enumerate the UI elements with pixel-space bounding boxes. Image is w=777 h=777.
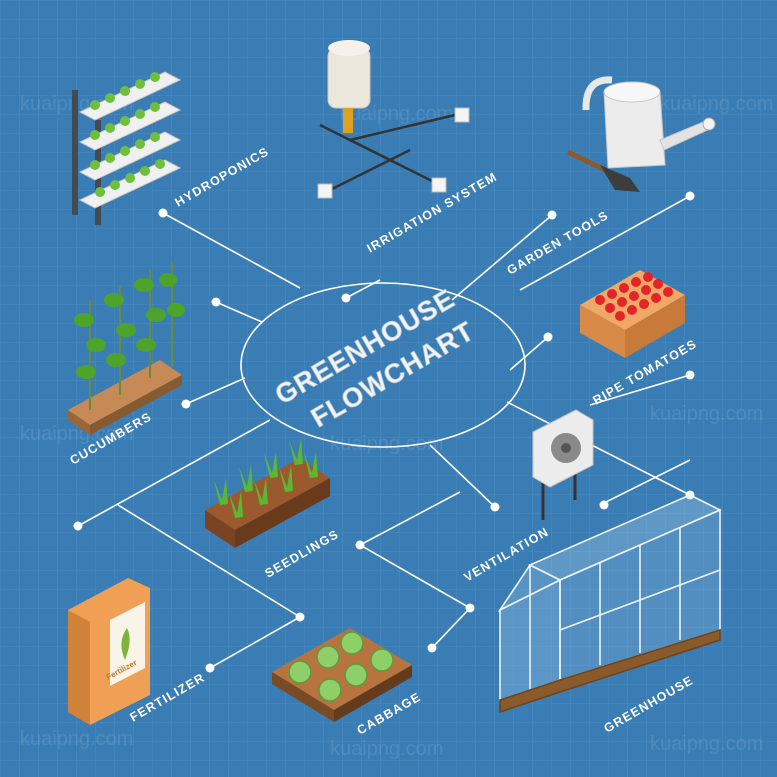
dot (73, 521, 83, 531)
connector-cucumbers-top (215, 301, 263, 323)
fan-unit-icon (532, 409, 594, 520)
tomato-crate-icon (580, 270, 685, 358)
watermark: kuaipng.com (330, 738, 443, 760)
dot (341, 293, 351, 303)
watermark: kuaipng.com (20, 423, 133, 445)
center-ellipse (240, 282, 526, 448)
watermark: kuaipng.com (20, 728, 133, 750)
dot (158, 208, 168, 218)
dot (543, 332, 553, 342)
watermarks: kuaipng.com kuaipng.com kuaipng.com kuai… (20, 93, 773, 760)
dot (465, 603, 475, 613)
cabbage-bed-icon (272, 628, 412, 722)
dot (211, 297, 221, 307)
connector-ventilation-2 (429, 444, 496, 508)
dot (599, 500, 609, 510)
dot (685, 370, 695, 380)
connector-hydroponics (162, 212, 301, 289)
connector-cabbage (359, 544, 471, 609)
watermark: kuaipng.com (340, 103, 453, 125)
dot (547, 210, 557, 220)
connector-garden-tools (519, 195, 691, 291)
dot (295, 612, 305, 622)
connector-fertilizer (117, 504, 301, 618)
dot (355, 540, 365, 550)
connector-cucumbers (185, 377, 246, 405)
dot (205, 663, 215, 673)
connector-fertilizer-top (77, 419, 271, 527)
watermark: kuaipng.com (330, 433, 443, 455)
watermark: kuaipng.com (650, 403, 763, 425)
dot (490, 502, 500, 512)
connector-irrigation (345, 279, 381, 299)
watermark: kuaipng.com (650, 733, 763, 755)
fertilizer-bag-icon: Fertilizer (68, 578, 150, 725)
connector-seedlings (359, 491, 461, 546)
connector-fertilizer-end (209, 616, 301, 669)
dot (181, 399, 191, 409)
watering-can-icon (566, 76, 716, 192)
connectors (77, 195, 691, 669)
hydroponics-rack-icon (72, 71, 182, 225)
connector-tomatoes (509, 336, 549, 371)
sprinkler-icon (317, 40, 470, 199)
cucumber-plants-icon (68, 262, 185, 435)
seedling-tray-icon (205, 438, 330, 548)
connector-ventilation (506, 401, 691, 496)
greenhouse-icon (497, 494, 722, 714)
dot (685, 191, 695, 201)
connector-ventilation-3 (589, 374, 691, 406)
connector-cabbage-end (431, 607, 471, 649)
watermark: kuaipng.com (660, 93, 773, 115)
dot (427, 643, 437, 653)
connector-garden-tools-2 (451, 214, 553, 301)
connector-greenhouse (599, 459, 691, 506)
